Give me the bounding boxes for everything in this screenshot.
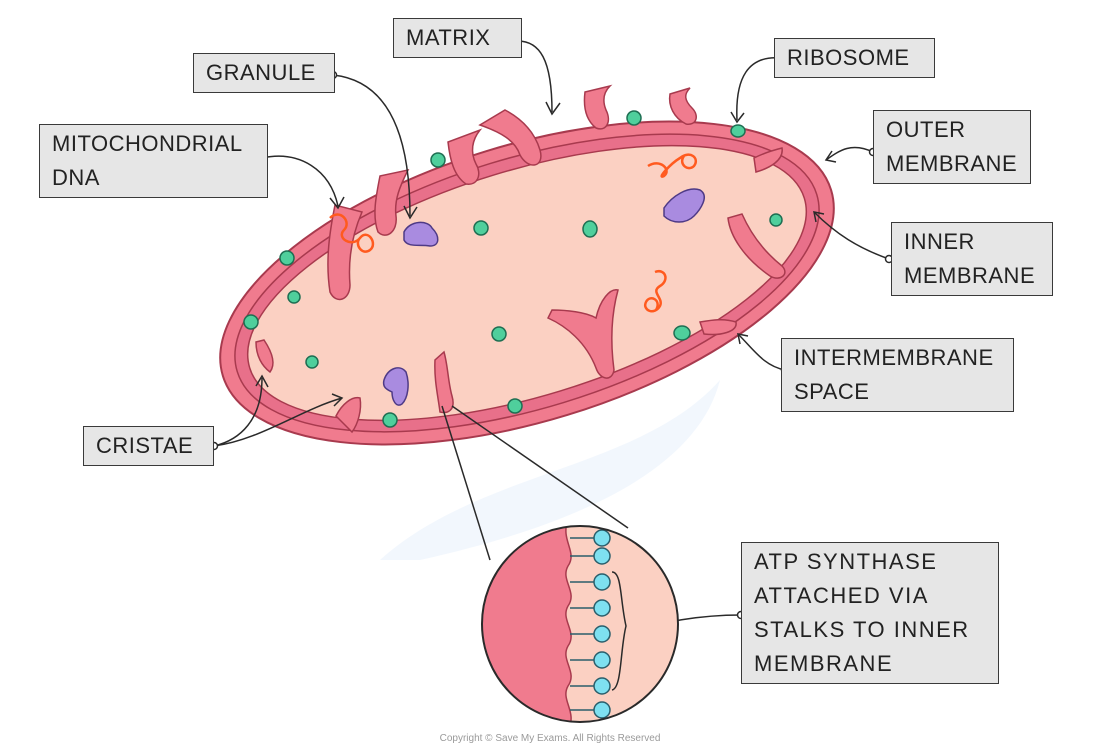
ribosome	[430, 152, 446, 168]
outer-membrane-pointer	[825, 146, 874, 161]
label-granule: GRANULE	[193, 53, 335, 93]
label-outer-line1: OUTER	[886, 117, 966, 142]
atp-synthase-head	[593, 573, 611, 591]
atp-synthase-head	[593, 651, 611, 669]
ribosome	[626, 110, 642, 126]
atp-synthase-head	[593, 701, 611, 719]
label-intermembrane-line1: INTERMEMBRANE	[794, 345, 994, 370]
crista	[434, 350, 454, 414]
crista	[546, 289, 619, 379]
inner-membrane-pointer-arrow	[813, 211, 825, 223]
cristae-pointer	[213, 377, 263, 447]
ribosome	[305, 355, 319, 369]
crista	[699, 318, 737, 336]
atp-synthase-head	[593, 547, 611, 565]
label-cristae: CRISTAE	[83, 426, 214, 466]
dna-loop	[329, 213, 375, 253]
crista	[447, 128, 483, 185]
crista	[255, 339, 274, 374]
label-atp-line2: ATTACHED VIA	[754, 583, 929, 608]
ribosome	[279, 250, 295, 266]
copyright-notice: Copyright © Save My Exams. All Rights Re…	[439, 733, 661, 744]
ribosome	[491, 326, 507, 342]
crista	[478, 109, 542, 166]
ribosomes	[243, 110, 783, 428]
label-matrix: MATRIX	[393, 18, 522, 58]
label-cristae-text: CRISTAE	[96, 433, 194, 458]
inner-membrane-pointer	[813, 211, 890, 260]
atp-bracket	[611, 571, 627, 691]
crista	[668, 87, 697, 125]
ribosome	[730, 124, 746, 138]
ribosome	[582, 220, 598, 238]
label-mito-dna-line1: MITOCHONDRIAL	[52, 131, 243, 156]
zoom-line	[441, 405, 491, 561]
label-intermembrane-line2: SPACE	[794, 379, 870, 404]
label-atp-line1: ATP SYNTHASE	[754, 549, 938, 574]
ribosome	[507, 398, 523, 414]
label-atp-line3: STALKS TO INNER	[754, 617, 970, 642]
dna-pointer	[261, 155, 339, 207]
watermark-logo	[380, 380, 720, 560]
label-inner-line1: INNER	[904, 229, 975, 254]
atp-synthase-head	[593, 625, 611, 643]
atp-synthase-stalks	[570, 529, 611, 719]
dna-pointer-arrow	[329, 196, 345, 210]
label-mitochondrial-dna: MITOCHONDRIAL DNA	[39, 124, 268, 198]
cristae-pointer-arrow	[255, 374, 269, 388]
intermembrane-pointer-arrow	[737, 333, 749, 345]
ribosome	[769, 213, 783, 227]
label-intermembrane-space: INTERMEMBRANE SPACE	[781, 338, 1014, 412]
dna-loop	[643, 269, 667, 313]
mitochondrial-dna	[329, 153, 697, 313]
atp-synthase-head	[593, 529, 611, 547]
ribosome	[673, 325, 691, 341]
matrix-pointer	[515, 40, 553, 113]
crista	[727, 213, 786, 279]
ribosome	[382, 412, 398, 428]
cristae-pointer	[213, 397, 343, 447]
label-outer-membrane: OUTER MEMBRANE	[873, 110, 1031, 184]
crista	[583, 84, 613, 130]
atp-synthase-head	[593, 599, 611, 617]
granule	[663, 188, 705, 223]
granule	[403, 221, 439, 247]
zoom-inset	[481, 525, 679, 723]
label-ribosome: RIBOSOME	[774, 38, 935, 78]
zoom-line	[451, 405, 629, 529]
dna-loop	[647, 153, 697, 178]
granule-pointer-arrow	[403, 205, 418, 220]
granules	[382, 188, 705, 406]
inset-membrane	[482, 526, 572, 722]
matrix-pointer-arrow	[545, 101, 561, 116]
label-inner-membrane: INNER MEMBRANE	[891, 222, 1053, 296]
label-ribosome-text: RIBOSOME	[787, 45, 910, 70]
cristae-pointer-arrow	[331, 393, 344, 407]
ribosome-pointer-arrow	[730, 111, 745, 124]
crista	[753, 147, 783, 173]
granule-pointer	[332, 74, 411, 217]
ribosome-pointer	[736, 57, 782, 121]
label-mito-dna-line2: DNA	[52, 165, 100, 190]
intermembrane-pointer	[737, 333, 786, 371]
crista	[335, 396, 362, 434]
atp-synthase-head	[593, 677, 611, 695]
label-atp-synthase: ATP SYNTHASE ATTACHED VIA STALKS TO INNE…	[741, 542, 999, 684]
granule	[382, 367, 409, 406]
outer-membrane-pointer-arrow	[824, 150, 837, 163]
label-inner-line2: MEMBRANE	[904, 263, 1036, 288]
label-outer-line2: MEMBRANE	[886, 151, 1018, 176]
label-matrix-text: MATRIX	[406, 25, 491, 50]
cristae-folds	[255, 84, 786, 434]
label-atp-line4: MEMBRANE	[754, 651, 894, 676]
crista	[374, 168, 410, 236]
ribosome	[473, 220, 489, 236]
ribosome	[243, 314, 259, 330]
ribosome	[287, 290, 301, 304]
label-granule-text: GRANULE	[206, 60, 316, 85]
